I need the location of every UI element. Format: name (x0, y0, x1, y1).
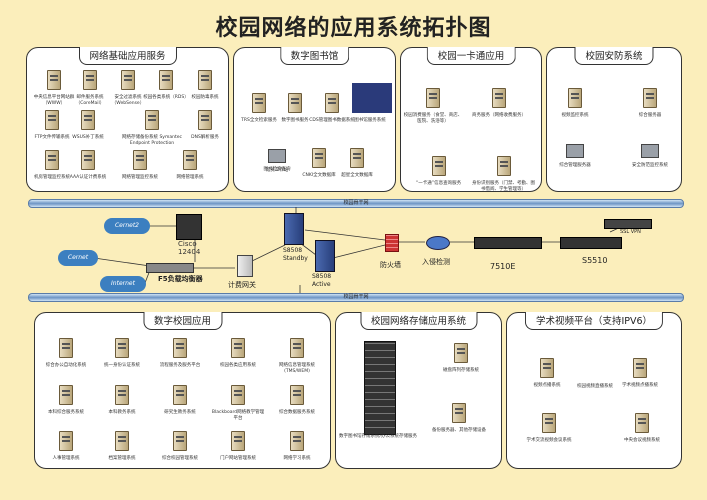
backbone-bus-bottom: 校园骨干网 (28, 293, 684, 302)
panel-title: 数字校园应用 (142, 312, 223, 330)
server-node: 学术视频点播系统 (612, 358, 668, 389)
server-node: 综合办公自动化系统 (39, 338, 93, 369)
server-node: 综合服务器 (627, 88, 673, 119)
server-node: 网络管理监控系统 (117, 150, 163, 181)
ssl-vpn-label: SSL VPN (620, 229, 641, 235)
storage-rack (364, 341, 396, 435)
server-node: 视频点播系统 (519, 358, 575, 389)
server-node: 网络信息管理系统(TMS/WEM) (269, 338, 325, 374)
panel-title: 学术视频平台（支持IPV6） (524, 312, 664, 330)
server-node: 校园视频直播系统 (577, 384, 613, 389)
workstation-node: 馆员工作站 (254, 148, 300, 174)
card-reader-node: 身份识别服务（门禁、考勤、图书借阅、学生管理等） (471, 156, 536, 192)
server-node: 校园各类应用系统 (211, 338, 265, 369)
firewall (385, 234, 399, 252)
server-node: 视频监控系统 (552, 88, 598, 119)
s8508-active (315, 240, 335, 272)
s8508-standby-label: S8508 Standby (283, 247, 308, 262)
server-node: WSUS补丁系统 (65, 110, 111, 141)
server-node: 人事管理系统 (39, 431, 93, 462)
panel-title: 校园网络存储应用系统 (359, 312, 478, 330)
server-node: 中央信息平台网站群（WWW） (31, 70, 77, 106)
billing-label: 计费网关 (228, 281, 256, 289)
s8508-active-label: S8508 Active (312, 273, 332, 288)
server-node: 安全过滤系统（WebSense） (105, 70, 151, 106)
server-node: 流程服务及服务平台 (153, 338, 207, 369)
server-node: 统一身份认证系统 (95, 338, 149, 369)
panel-campus-card: 校园一卡通应用 校园消费服务（食堂、商店、医院、洗浴等） 商务服务（网络收费服务… (400, 47, 542, 192)
switch-7510e-label: 7510E (490, 262, 516, 271)
server-node: 数字图书服务 (272, 93, 318, 124)
server-node: 中央会议视频系统 (612, 413, 672, 444)
panel-title: 数字图书馆 (279, 47, 350, 65)
library-photo (352, 83, 392, 113)
server-node: DNS解析服务 (182, 110, 228, 141)
server-node: AAA认证计费系统 (65, 150, 111, 181)
server-node: 学术交流视频会议系统 (519, 413, 579, 444)
cernet2-cloud: Cernet2 (104, 218, 150, 234)
billing-gateway (237, 255, 253, 277)
panel-storage: 校园网络存储应用系统 数字图书馆存储系统/办公系统存储服务 磁盘阵列存储系统 备… (335, 312, 502, 469)
server-node: 门户网站管理系统 (211, 431, 265, 462)
server-node: 研究生教务系统 (153, 385, 207, 416)
server-node: 档案管理系统 (95, 431, 149, 462)
switch-s5510 (560, 237, 622, 249)
f5-label: F5负载均衡器 (158, 275, 203, 283)
workstation-node: 图书检索查询 (263, 167, 291, 172)
ids-sensor (426, 236, 450, 250)
panel-title: 网络基础应用服务 (78, 47, 177, 65)
server-node: 超星全文数据库 (334, 148, 380, 179)
server-node: 综合数据服务系统 (269, 385, 325, 416)
workstation-node: 综合管理服务器 (552, 143, 598, 169)
server-node: 本科教务系统 (95, 385, 149, 416)
workstation-node: 安全防范监控系统 (627, 143, 673, 169)
server-node: CDS管理图书数据系统 (309, 93, 355, 124)
switch-s5510-label: S5510 (582, 256, 608, 265)
server-node: 校园各类系统（RDS） (143, 70, 189, 101)
cisco-label: Cisco 12404 (178, 240, 201, 256)
panel-video: 学术视频平台（支持IPV6） 视频点播系统 学术视频点播系统 校园视频直播系统 … (506, 312, 682, 469)
server-node: TRS全文检索服务 (236, 93, 282, 124)
server-node: 网络管理系统 (167, 150, 213, 181)
server-node: 备份服务器、其他存储设备 (424, 403, 494, 434)
kiosk-node: “一卡通”信息查询服务 (411, 156, 466, 187)
panel-digital-campus: 数字校园应用 综合办公自动化系统 统一身份认证系统 流程服务及服务平台 校园各类… (34, 312, 331, 469)
server-node: 校园防毒系统 (182, 70, 228, 101)
panel-title: 校园一卡通应用 (426, 47, 516, 65)
internet-cloud: Internet (100, 276, 146, 292)
diagram-title: 校园网络的应用系统拓扑图 (215, 15, 492, 41)
server-node: 综合校园管理系统 (153, 431, 207, 462)
server-node: 本科综合服务系统 (39, 385, 93, 416)
server-node: 磁盘阵列存储系统 (431, 343, 491, 374)
server-node: 网络学习系统 (269, 431, 325, 462)
cernet-cloud: Cernet (58, 250, 98, 266)
ids-label: 入侵检测 (422, 258, 450, 266)
backbone-bus-top: 校园骨干网 (28, 199, 684, 208)
f5-load-balancer (146, 263, 194, 273)
firewall-label: 防火墙 (380, 261, 401, 269)
cisco-router (176, 214, 202, 240)
switch-7510e (474, 237, 542, 249)
server-node: CNKI全文数据库 (296, 148, 342, 179)
storage-label: 数字图书馆存储系统/办公系统存储服务 (338, 434, 417, 439)
ssl-vpn (604, 219, 652, 229)
server-node: 商务服务（网络收费服务） (469, 88, 529, 119)
server-node: 校园消费服务（食堂、商店、医院、洗浴等） (403, 88, 463, 124)
server-node: FTP文件传输系统 (29, 110, 75, 141)
panel-title: 校园安防系统 (574, 47, 654, 65)
panel-network-basic: 网络基础应用服务 中央信息平台网站群（WWW） 邮件服务系统（CoreMail）… (26, 47, 229, 192)
s8508-standby (284, 213, 304, 245)
server-node: 网络存储备份系统 Symantec Endpoint Protection (122, 110, 182, 146)
panel-digital-library: 数字图书馆 TRS全文检索服务 数字图书服务 CDS管理图书数据系统 图书馆服务… (233, 47, 396, 192)
server-node: 机房管理监控系统 (29, 150, 75, 181)
panel-security: 校园安防系统 视频监控系统 综合服务器 综合管理服务器 安全防范监控系统 (546, 47, 682, 192)
server-node: Blackboard网络教学管理平台 (211, 385, 265, 421)
server-node: 邮件服务系统（CoreMail） (67, 70, 113, 106)
